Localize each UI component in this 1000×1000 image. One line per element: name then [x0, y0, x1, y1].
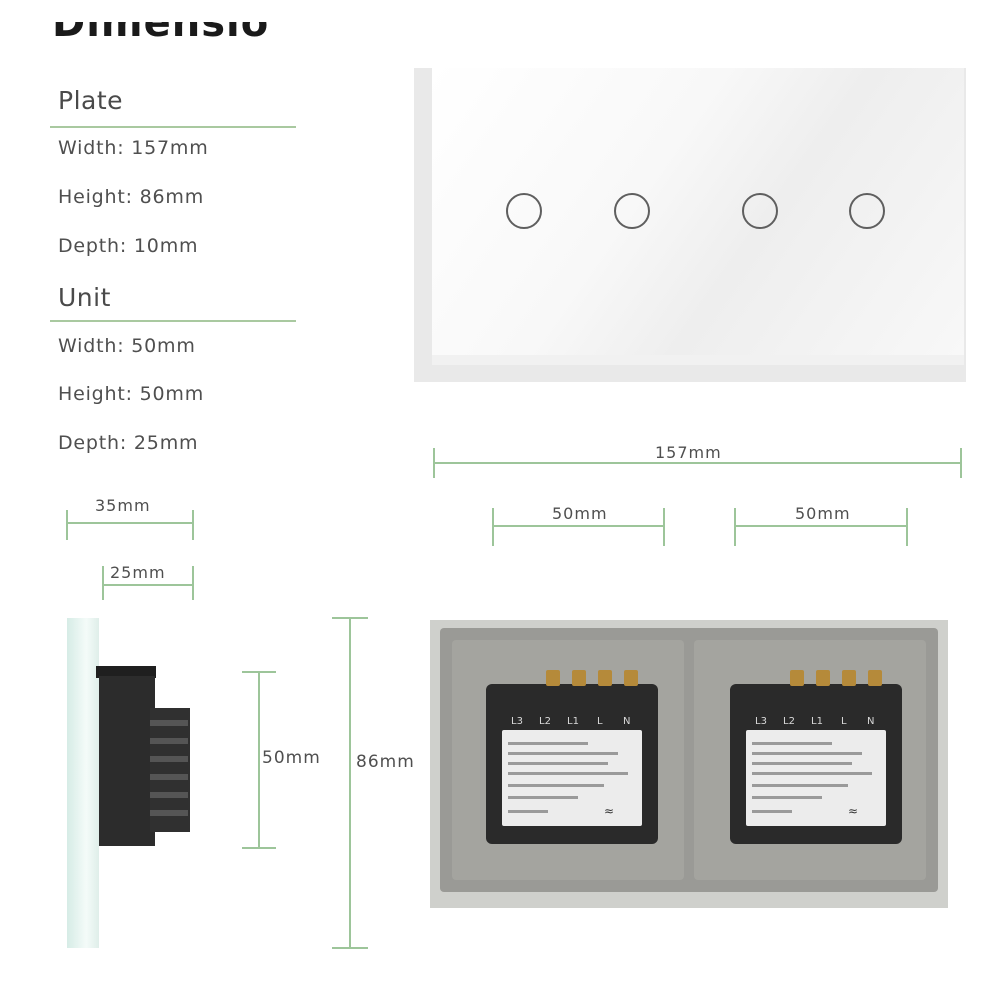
unit-width-right-tick-b	[906, 508, 908, 546]
unit-depth: Depth: 25mm	[58, 432, 199, 454]
card-text-line	[508, 772, 628, 775]
terminal-screw	[546, 670, 560, 686]
side-fin	[150, 774, 188, 780]
card-text-line	[508, 762, 608, 765]
card-text-line	[752, 762, 852, 765]
total-width-label: 157mm	[655, 443, 722, 462]
card-text-line	[752, 810, 792, 813]
side-unit-depth-tick-a	[102, 566, 104, 600]
unit-width-right-label: 50mm	[795, 504, 851, 523]
side-unit-depth-tick-b	[192, 566, 194, 600]
plate-width: Width: 157mm	[58, 137, 209, 159]
unit-height-tick-a	[242, 671, 276, 673]
unit-section-rule	[50, 320, 296, 322]
side-unit-depth-label: 25mm	[110, 563, 166, 582]
terminal-label-l2: L2	[539, 716, 551, 727]
unit-width-right-line	[735, 525, 907, 527]
side-fin	[150, 756, 188, 762]
plate-section-title: Plate	[58, 86, 124, 115]
touch-button-1	[506, 193, 542, 229]
touch-button-3	[742, 193, 778, 229]
unit-width-right-tick-a	[734, 508, 736, 546]
plate-depth: Depth: 10mm	[58, 235, 199, 257]
terminal-label-n: N	[623, 716, 631, 727]
card-text-line	[508, 810, 548, 813]
side-cap	[96, 666, 156, 678]
side-fin	[150, 792, 188, 798]
wifi-icon: ≈	[604, 804, 615, 818]
side-glass	[67, 618, 99, 948]
side-fin	[150, 720, 188, 726]
terminal-label-l3: L3	[755, 716, 767, 727]
card-text-line	[752, 772, 872, 775]
touch-button-4	[849, 193, 885, 229]
terminal-label-l1: L1	[567, 716, 579, 727]
wifi-icon: ≈	[848, 804, 859, 818]
plate-section-rule	[50, 126, 296, 128]
terminal-screw	[572, 670, 586, 686]
terminal-label-l: L	[841, 716, 847, 727]
terminal-label-l2: L2	[783, 716, 795, 727]
unit-width-left-label: 50mm	[552, 504, 608, 523]
plate-glass-edge	[432, 355, 964, 365]
total-width-tick-left	[433, 448, 435, 478]
terminal-label-l1: L1	[811, 716, 823, 727]
card-text-line	[508, 752, 618, 755]
side-fin	[150, 738, 188, 744]
card-text-line	[508, 796, 578, 799]
side-fin	[150, 810, 188, 816]
touch-button-2	[614, 193, 650, 229]
plate-height-label: 86mm	[356, 752, 415, 772]
terminal-screw	[624, 670, 638, 686]
side-depth-label: 35mm	[95, 496, 151, 515]
unit-height-label: 50mm	[262, 748, 321, 768]
page-heading: Dimensions	[52, 22, 272, 46]
plate-height-line	[349, 618, 351, 948]
side-unit-depth-line	[103, 584, 193, 586]
unit-section-title: Unit	[58, 283, 111, 312]
terminal-label-l: L	[597, 716, 603, 727]
card-text-line	[752, 742, 832, 745]
card-text-line	[752, 784, 848, 787]
terminal-screw	[842, 670, 856, 686]
total-width-line	[434, 462, 962, 464]
terminal-screw	[868, 670, 882, 686]
unit-height-tick-b	[242, 847, 276, 849]
card-text-line	[752, 752, 862, 755]
unit-width-left-tick-b	[663, 508, 665, 546]
unit-width-left-line	[493, 525, 664, 527]
terminal-screw	[790, 670, 804, 686]
terminal-label-n: N	[867, 716, 875, 727]
side-depth-tick-b	[192, 510, 194, 540]
plate-height-tick-b	[332, 947, 368, 949]
total-width-tick-right	[960, 448, 962, 478]
unit-height-line	[258, 672, 260, 848]
side-body	[99, 676, 155, 846]
terminal-screw	[816, 670, 830, 686]
unit-width: Width: 50mm	[58, 335, 196, 357]
unit-width-left-tick-a	[492, 508, 494, 546]
unit-height: Height: 50mm	[58, 383, 205, 405]
card-text-line	[508, 784, 604, 787]
card-text-line	[508, 742, 588, 745]
plate-height: Height: 86mm	[58, 186, 205, 208]
card-text-line	[752, 796, 822, 799]
terminal-screw	[598, 670, 612, 686]
plate-height-tick-a	[332, 617, 368, 619]
side-depth-tick-a	[66, 510, 68, 540]
terminal-label-l3: L3	[511, 716, 523, 727]
side-depth-line	[67, 522, 193, 524]
